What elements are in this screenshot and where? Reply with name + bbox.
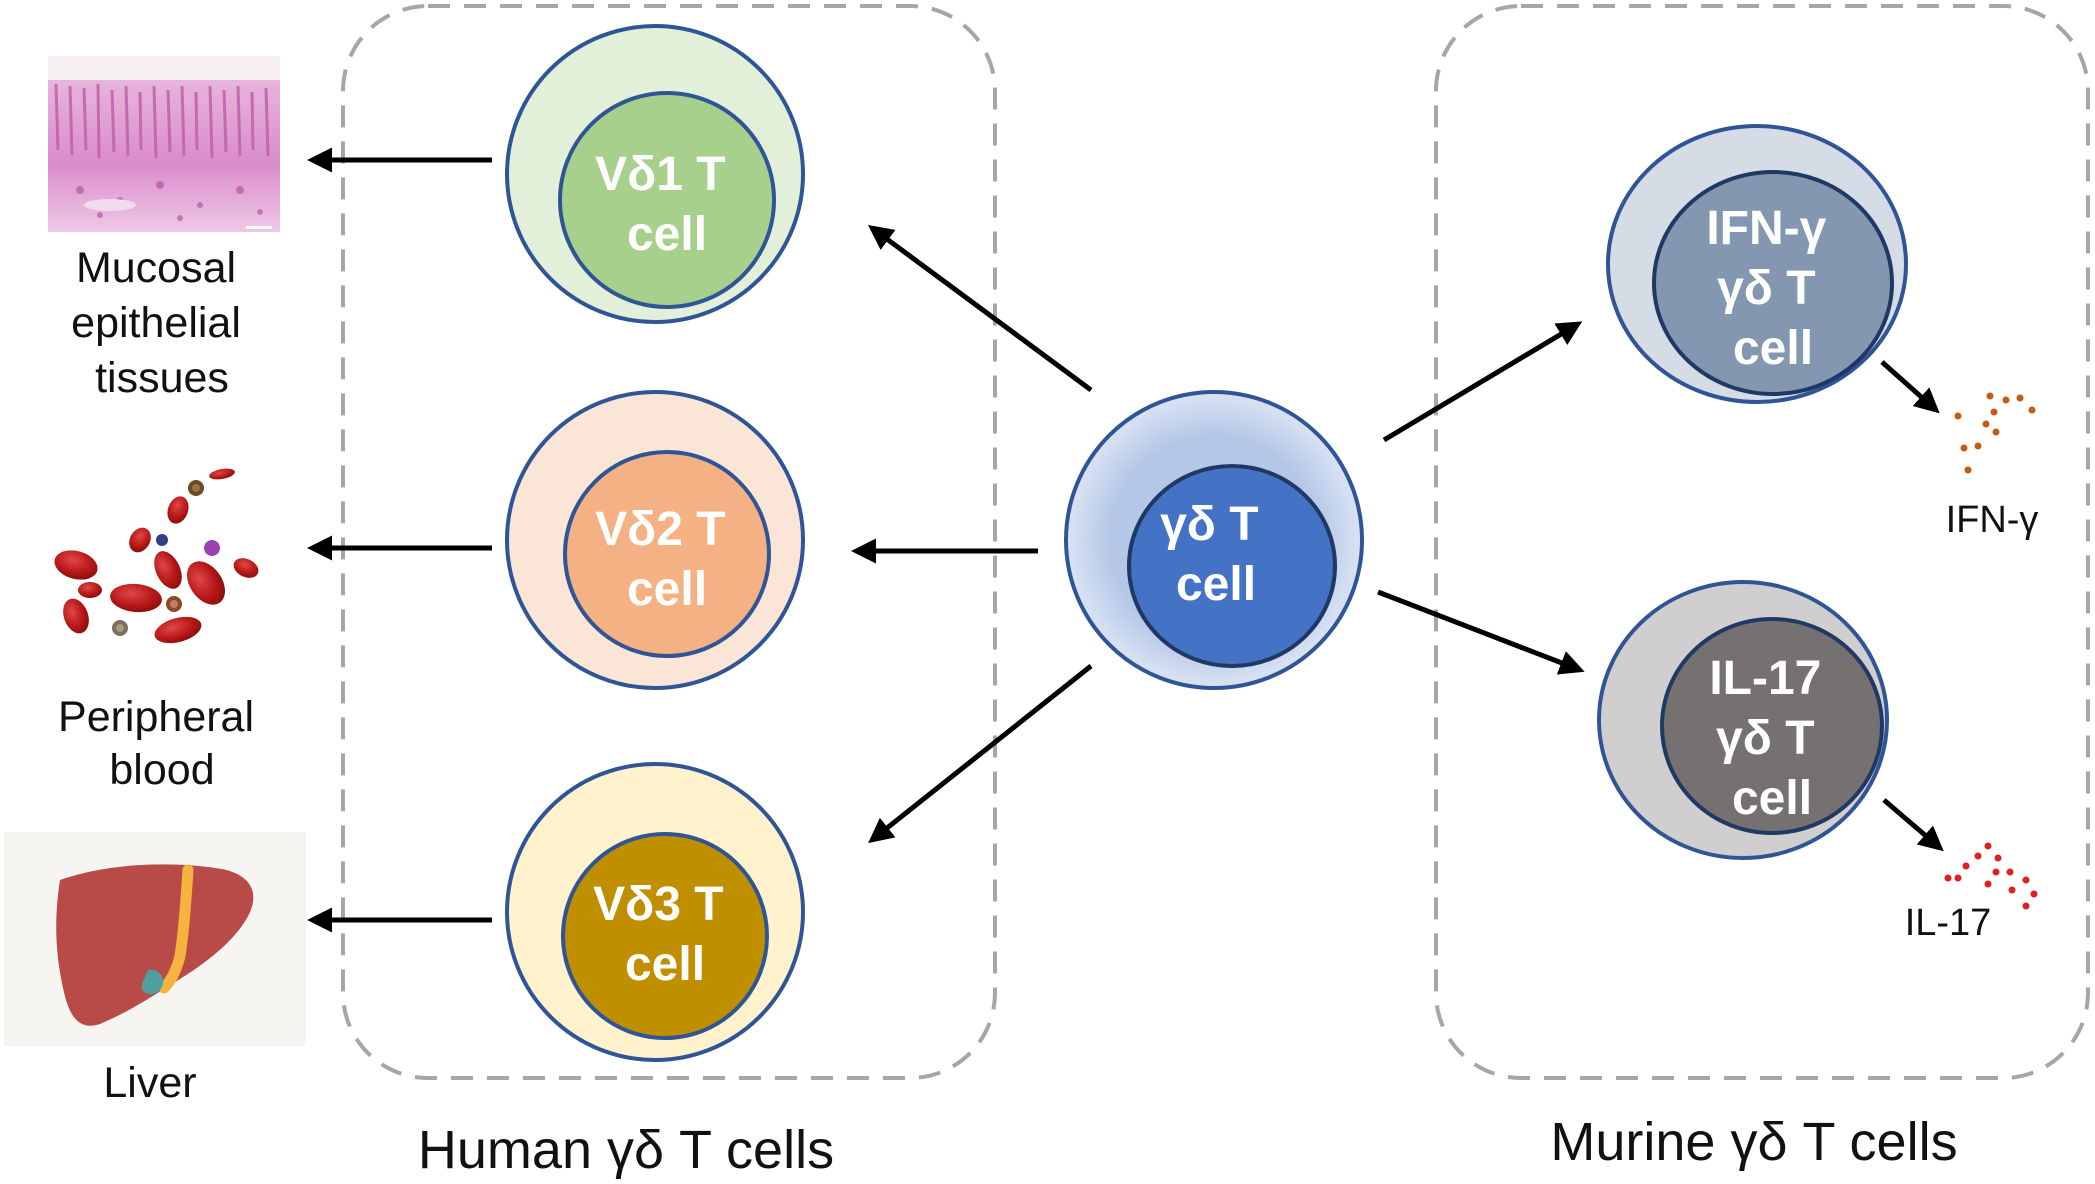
murine-group-box (1434, 4, 2090, 1080)
cell-gamma-delta-center-label: γδ T cell (1160, 498, 1272, 611)
arrow-center-to-il17 (1377, 589, 1585, 675)
cell-vd2: Vδ2 T cell (505, 390, 805, 690)
human-group-label: Human γδ T cells (418, 1120, 834, 1180)
murine-group-label: Murine γδ T cells (1550, 1112, 1957, 1172)
cytokine-label-ifng: IFN-γ (1946, 499, 2039, 541)
human-group-box (341, 4, 997, 1080)
blood-cells-icon (54, 468, 259, 644)
cell-il17-label: IL-17 γδ T cell (1709, 652, 1834, 825)
tissue-label-mucosal: Mucosal epithelial tissues (71, 244, 253, 402)
cell-vd2-label: Vδ2 T cell (595, 503, 739, 616)
cell-gamma-delta-center: γδ T cell (1064, 390, 1364, 690)
ifng-cytokine-dots (1954, 392, 2036, 474)
cell-ifng-label: IFN-γ γδ T cell (1706, 202, 1839, 375)
mucosa-histology-icon (48, 56, 280, 232)
il17-cytokine-dots (1944, 842, 2038, 910)
cell-vd1-label: Vδ1 T cell (595, 148, 739, 261)
tissue-label-liver: Liver (103, 1059, 196, 1107)
tissue-label-blood: Peripheral blood (58, 693, 266, 794)
cell-vd3-label: Vδ3 T cell (593, 878, 737, 991)
cell-ifng-gamma-delta: IFN-γ γδ T cell (1606, 124, 1908, 404)
cell-vd1: Vδ1 T cell (505, 24, 805, 324)
liver-icon (4, 832, 306, 1046)
arrow-il17-cell-to-cytokine (1882, 798, 1944, 852)
arrow-center-to-vd3 (868, 664, 1093, 844)
cell-vd3: Vδ3 T cell (505, 762, 805, 1062)
arrow-ifng-cell-to-cytokine (1880, 360, 1940, 414)
cytokine-label-il17: IL-17 (1905, 902, 1992, 944)
arrow-center-to-vd1 (867, 225, 1093, 393)
arrow-center-to-ifng (1382, 321, 1583, 443)
cell-il17-gamma-delta: IL-17 γδ T cell (1597, 580, 1889, 860)
arrows (307, 147, 1944, 933)
